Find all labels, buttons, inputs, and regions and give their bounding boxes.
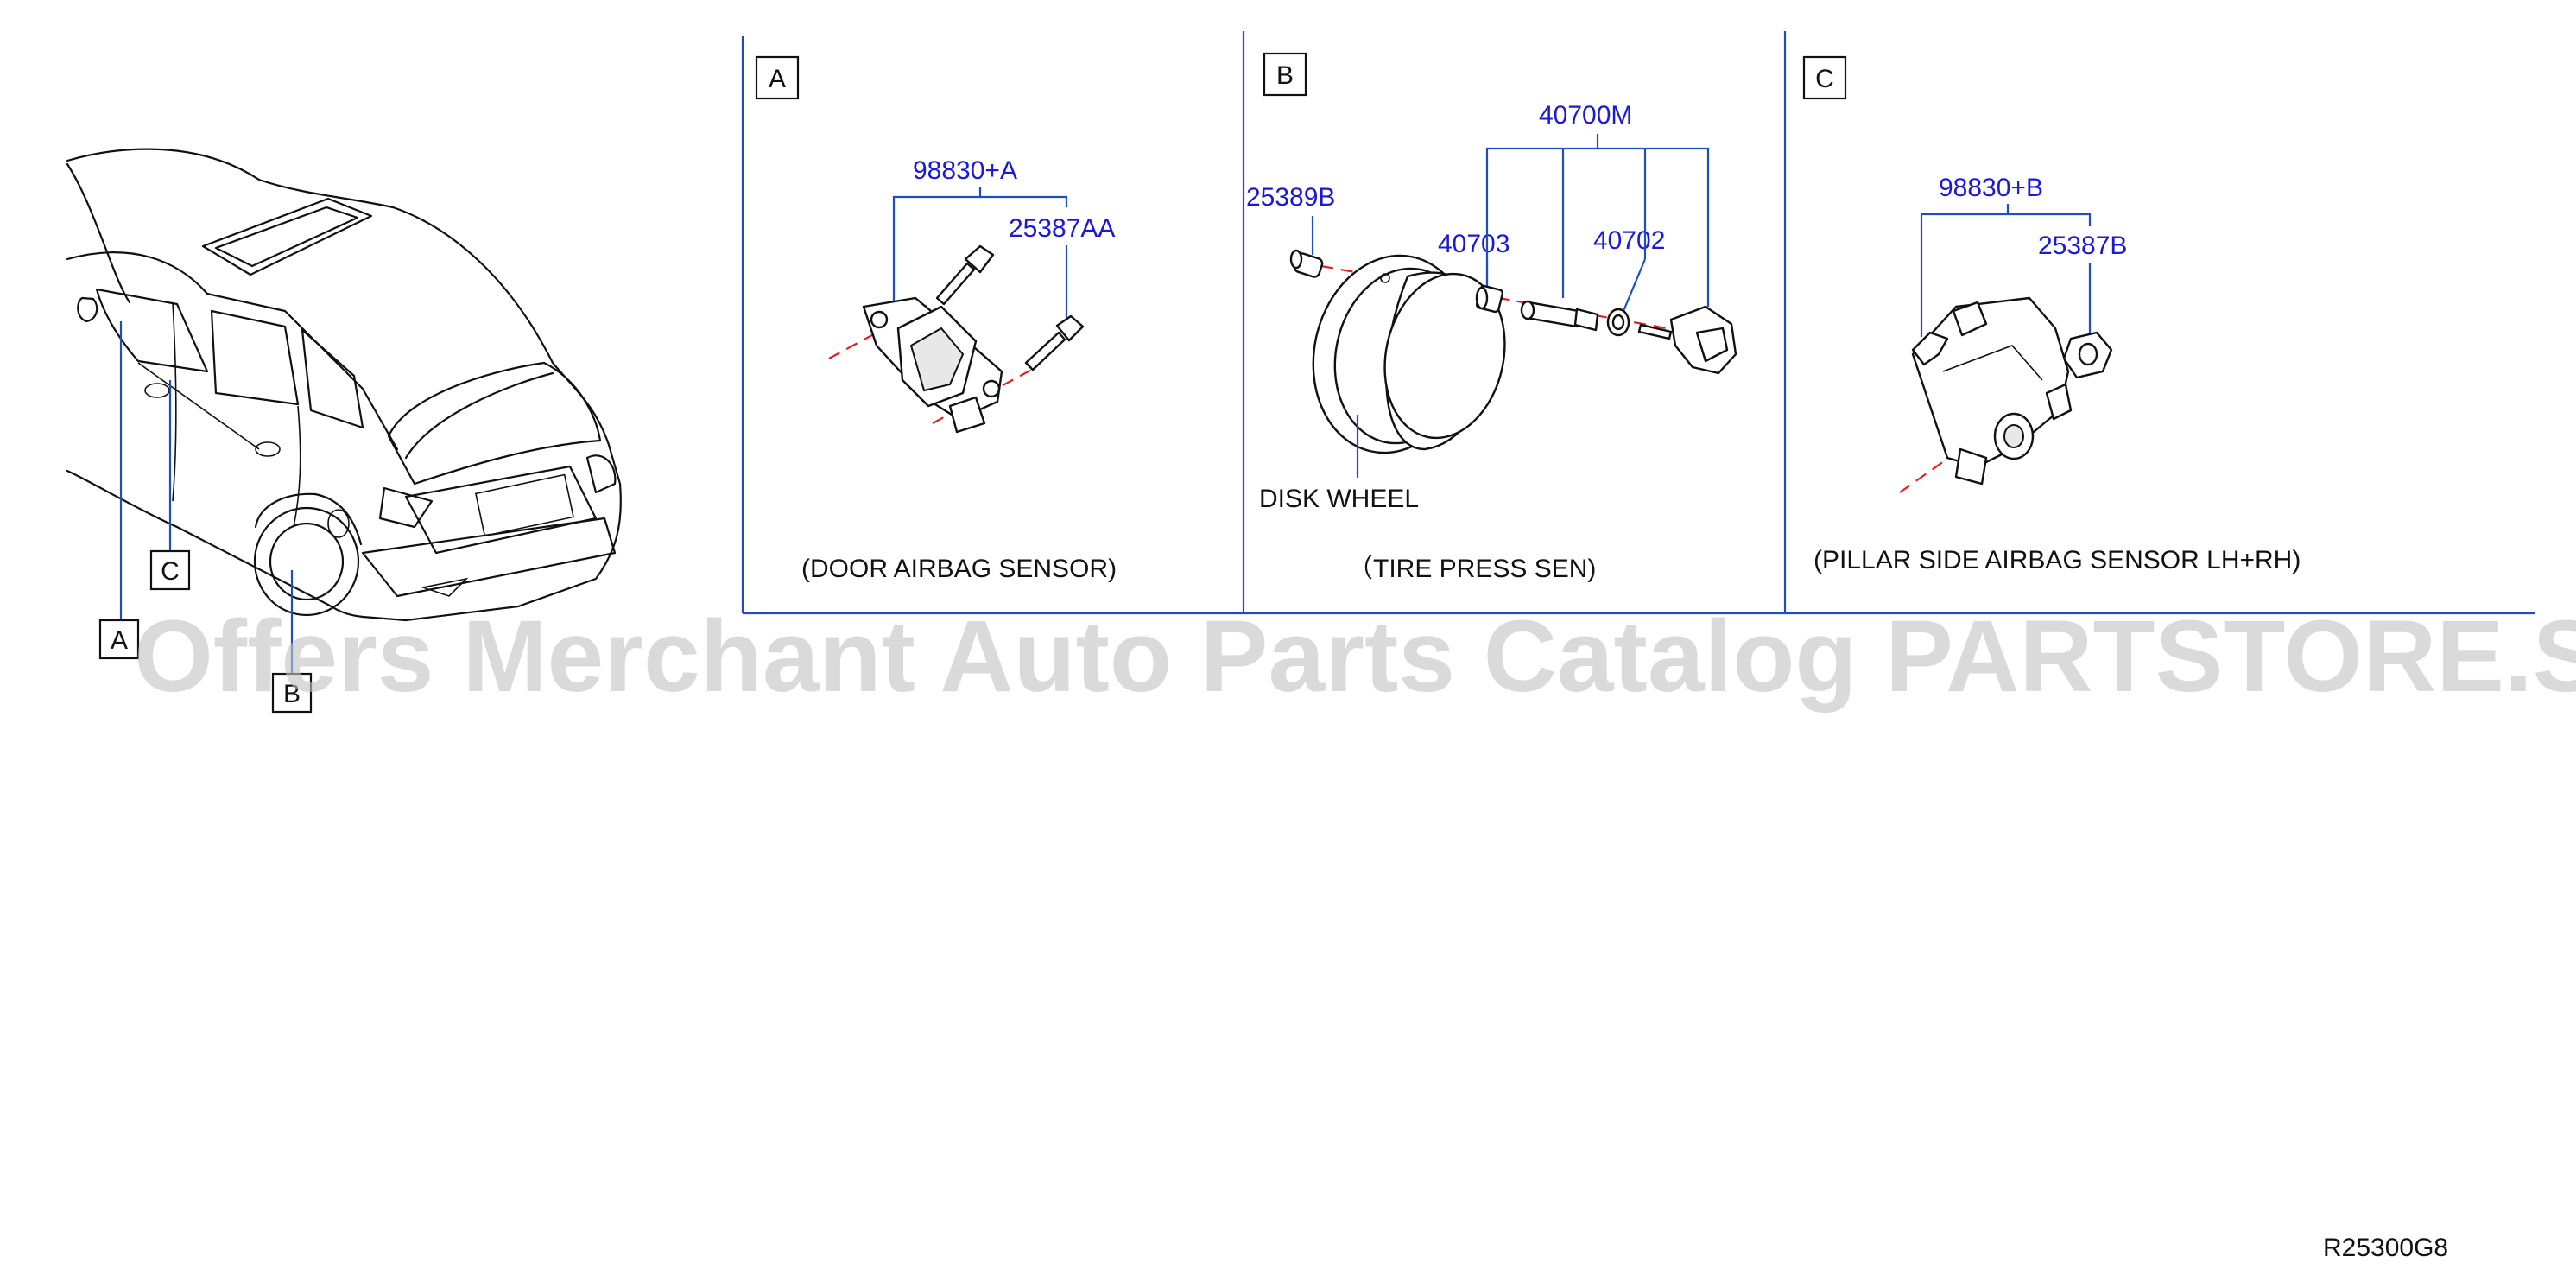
caption-door-airbag-sensor: (DOOR AIRBAG SENSOR) <box>801 555 1117 583</box>
part-number-25387b[interactable]: 25387B <box>2038 232 2127 260</box>
part-number-40702[interactable]: 40702 <box>1593 226 1665 255</box>
part-number-25389b[interactable]: 25389B <box>1246 183 1335 212</box>
callout-letter: B <box>283 680 301 708</box>
disk-wheel-label: DISK WHEEL <box>1259 485 1419 513</box>
pillar-airbag-sensor-icon <box>1911 296 2073 486</box>
part-number-40700m[interactable]: 40700M <box>1539 101 1632 130</box>
diagram-code: R25300G8 <box>2323 1234 2448 1262</box>
bolt-icon <box>1024 314 1085 371</box>
callout-box-b[interactable]: B <box>271 672 313 714</box>
panel-b-label[interactable]: B <box>1263 52 1307 97</box>
callout-box-c[interactable]: C <box>149 549 191 591</box>
part-number-98830-b[interactable]: 98830+B <box>1939 174 2043 202</box>
part-number-25387aa[interactable]: 25387AA <box>1009 214 1115 243</box>
panel-c-label[interactable]: C <box>1802 55 1847 100</box>
panel-letter: C <box>1815 65 1834 93</box>
washer-icon <box>1606 308 1630 337</box>
grommet-icon <box>1475 284 1504 314</box>
caption-pillar-side-airbag-sensor: (PILLAR SIDE AIRBAG SENSOR LH+RH) <box>1813 546 2301 574</box>
disk-wheel-icon <box>1312 254 1506 454</box>
panel-a-label[interactable]: A <box>755 55 800 100</box>
door-airbag-sensor-icon <box>862 296 1003 434</box>
caption-tire-press-sen: （TIRE PRESS SEN) <box>1347 555 1596 583</box>
valve-cap-icon <box>1289 249 1324 278</box>
panel-letter: B <box>1276 61 1294 90</box>
watermark-text: Offers Merchant Auto Parts Catalog PARTS… <box>134 600 2576 714</box>
panel-door-airbag-sensor: A 98830+A 25387AA (DOOR AIRBAG <box>755 55 1117 583</box>
part-number-98830-a[interactable]: 98830+A <box>913 156 1017 185</box>
valve-stem-icon <box>1520 300 1599 332</box>
bolt-icon <box>935 244 995 306</box>
nut-icon <box>2062 331 2113 379</box>
panel-frame <box>741 31 2535 615</box>
panel-tire-pressure-sensor: B 40700M 25389B 40703 40702 <box>1246 52 1737 583</box>
callout-letter: A <box>111 626 128 655</box>
callout-letter: C <box>161 557 180 586</box>
panel-pillar-side-airbag-sensor: C 98830+B 25387B (PILLAR SIDE AIRBAG SEN… <box>1802 55 2301 574</box>
screw-icon <box>1637 323 1673 340</box>
panel-letter: A <box>769 65 786 93</box>
vehicle-overview <box>66 148 622 674</box>
callout-box-a[interactable]: A <box>98 619 140 660</box>
part-number-40703[interactable]: 40703 <box>1438 230 1510 258</box>
tire-pressure-sensor-icon <box>1669 305 1737 375</box>
